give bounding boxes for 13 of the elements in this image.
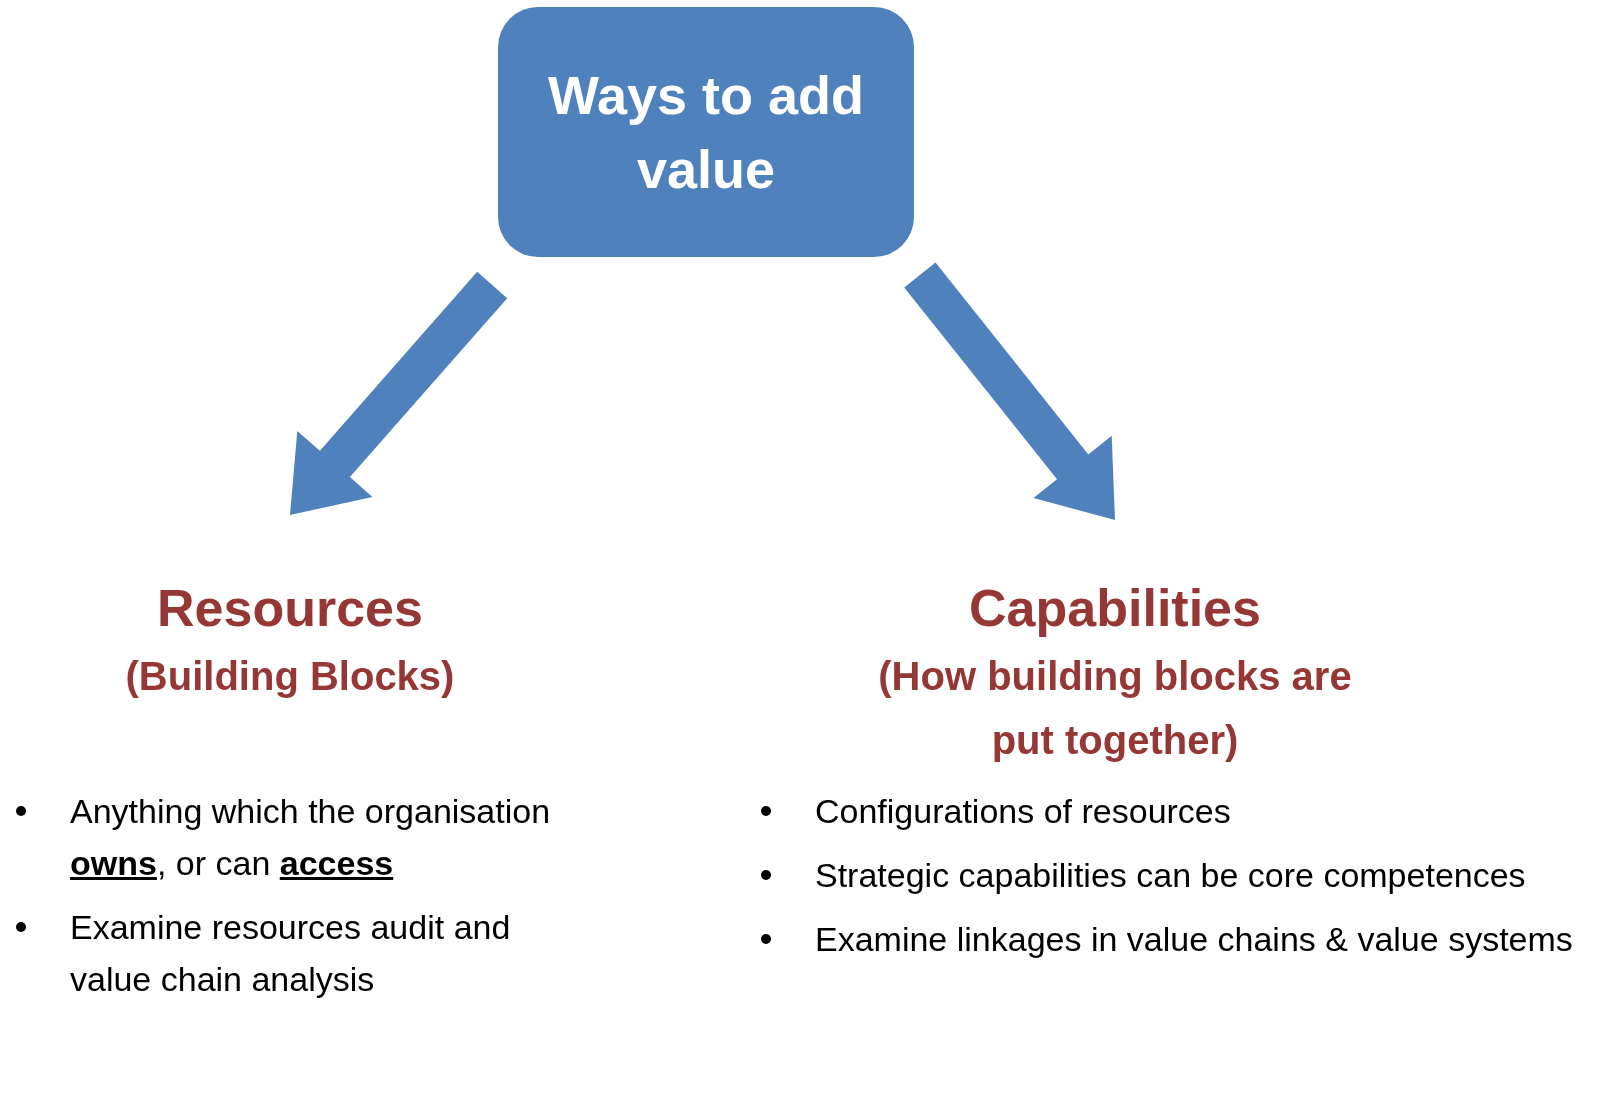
arrow [290,271,508,515]
bullet-text: Configurations of resources [815,791,1231,832]
bullet-text: Strategic capabilities can be core competences [815,855,1526,896]
arrow [904,262,1115,520]
bullet-text: Examine resources audit and value chain analysis [70,907,512,1000]
section-subheading: (How building blocks are put together) [877,653,1353,764]
section-heading: Resources [157,578,423,639]
box-title: Ways to add value [546,64,865,201]
process-box [498,7,914,257]
section-heading: Capabilities [969,578,1261,639]
bullet-text: Examine linkages in value chains & value systems [815,919,1573,960]
bullet-text: Anything which the organisation owns, or can access [70,791,552,884]
section-subheading: (Building Blocks) [125,653,455,700]
